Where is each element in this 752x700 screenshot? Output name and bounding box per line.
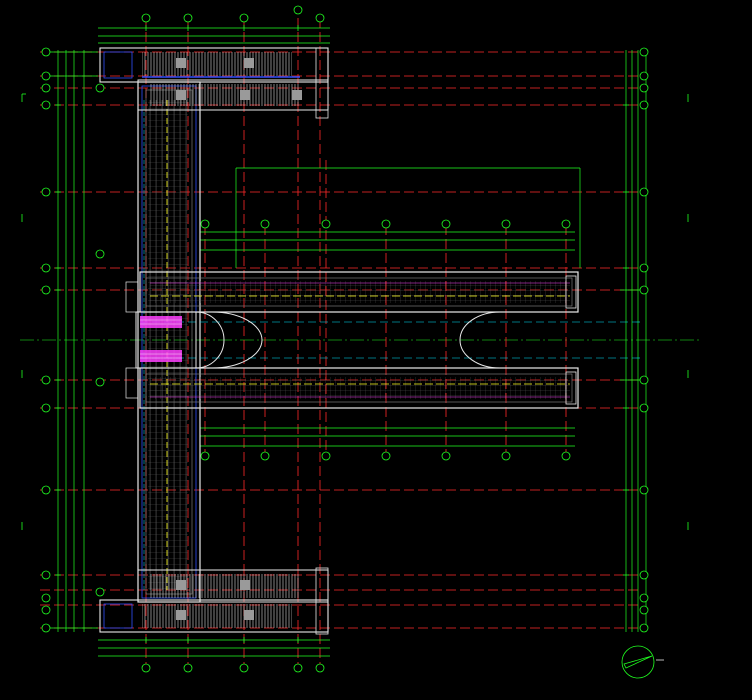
ramp-arcs: [195, 311, 501, 369]
dimension-lines: [46, 27, 647, 657]
top-stair-block: [99, 47, 329, 119]
bottom-stair-block: [99, 567, 329, 635]
dimension-ticks: [55, 25, 629, 643]
north-arrow-icon: [621, 645, 664, 679]
grid-bubble-icon: [41, 5, 649, 673]
lower-branch-corridor: [139, 367, 579, 409]
spine-grid-hatch: [148, 100, 188, 590]
upper-branch-corridor: [139, 271, 579, 313]
section-markers: [21, 93, 689, 530]
central-stair-connector: [125, 281, 197, 399]
